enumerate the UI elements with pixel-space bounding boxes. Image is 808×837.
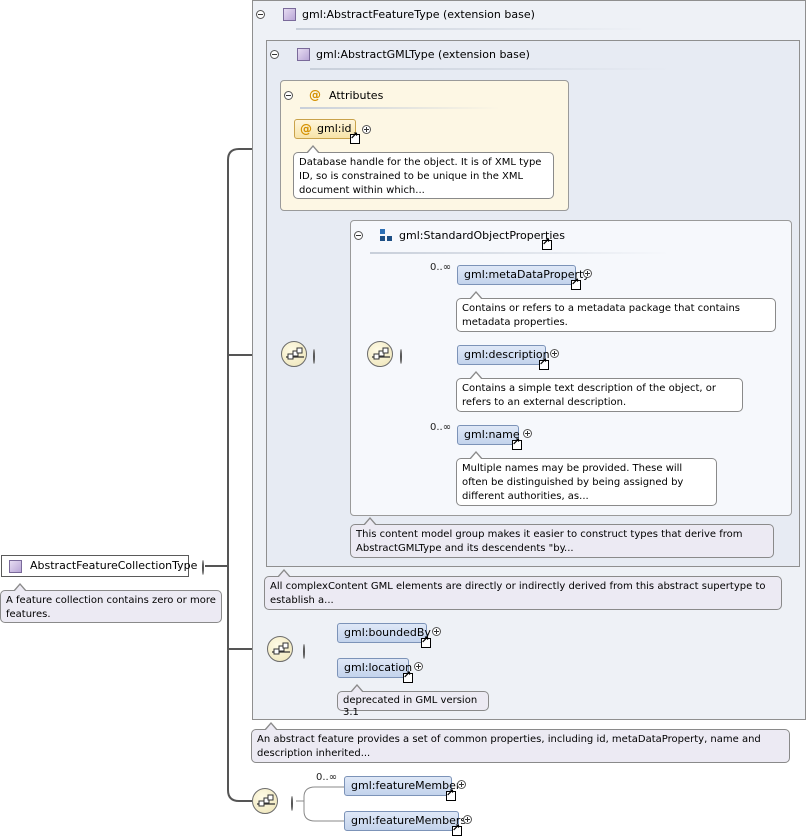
abstract-feature-collection-type-node[interactable]: AbstractFeatureCollectionType <box>1 555 197 577</box>
gml-featuremembers-element[interactable]: gml:featureMembers <box>344 811 466 831</box>
abstract-gml-type-header: gml:AbstractGMLType (extension base) <box>270 48 530 61</box>
standard-object-properties-documentation: This content model group makes it easier… <box>350 517 774 558</box>
collapse-icon[interactable] <box>256 10 265 19</box>
name-cardinality: 0..∞ <box>430 422 452 433</box>
reference-arrow-icon[interactable] <box>571 277 581 290</box>
collapse-icon[interactable] <box>313 349 315 364</box>
reference-arrow-icon[interactable] <box>446 788 456 801</box>
gml-boundedby-element[interactable]: gml:boundedBy <box>337 623 431 643</box>
abstract-gml-type-documentation: All complexContent GML elements are dire… <box>264 569 782 610</box>
gml-id-attribute[interactable]: @ gml:id <box>294 119 356 139</box>
sequence-compositor-icon[interactable] <box>267 636 293 662</box>
expand-icon[interactable] <box>523 429 532 438</box>
gml-description-element[interactable]: gml:description <box>457 345 550 365</box>
abstract-feature-type-header: gml:AbstractFeatureType (extension base) <box>256 8 535 21</box>
gml-id-label: gml:id <box>317 122 352 135</box>
reference-arrow-icon[interactable] <box>542 237 552 250</box>
group-icon <box>380 229 392 241</box>
collapse-icon[interactable] <box>202 560 204 575</box>
attributes-header: @ Attributes <box>284 88 383 102</box>
header-divider <box>370 252 670 254</box>
abstract-gml-type-label: gml:AbstractGMLType (extension base) <box>316 48 530 61</box>
abstract-feature-type-label: gml:AbstractFeatureType (extension base) <box>302 8 535 21</box>
collapse-icon[interactable] <box>284 90 293 100</box>
metadata-documentation: Contains or refers to a metadata package… <box>456 291 776 332</box>
header-divider <box>310 68 670 70</box>
name-documentation: Multiple names may be provided. These wi… <box>456 451 717 506</box>
complex-type-icon <box>9 559 22 573</box>
expand-icon[interactable] <box>583 269 592 278</box>
gml-featuremember-element[interactable]: gml:featureMember <box>344 776 460 796</box>
gml-name-element[interactable]: gml:name <box>457 425 520 445</box>
collapse-icon[interactable] <box>400 349 402 364</box>
collapse-icon[interactable] <box>354 230 363 240</box>
feature-member-cardinality: 0..∞ <box>316 772 338 783</box>
gml-metadataproperty-element[interactable]: gml:metaDataProperty <box>457 265 590 285</box>
reference-arrow-icon[interactable] <box>403 670 413 683</box>
expand-icon[interactable] <box>432 627 441 636</box>
reference-arrow-icon[interactable] <box>421 635 431 648</box>
reference-arrow-icon[interactable] <box>539 357 549 370</box>
collapse-icon[interactable] <box>303 644 305 659</box>
collapse-icon[interactable] <box>270 50 279 59</box>
expand-icon[interactable] <box>457 780 466 789</box>
description-documentation: Contains a simple text description of th… <box>456 371 743 412</box>
expand-icon[interactable] <box>550 349 559 358</box>
header-divider <box>300 107 500 109</box>
expand-icon[interactable] <box>463 815 472 824</box>
gml-id-documentation: Database handle for the object. It is of… <box>293 145 554 199</box>
complex-type-icon <box>283 8 296 21</box>
location-documentation: deprecated in GML version 3.1 <box>337 684 489 718</box>
abstract-feature-type-documentation: An abstract feature provides a set of co… <box>251 722 790 763</box>
reference-arrow-icon[interactable] <box>512 437 522 450</box>
sequence-compositor-icon[interactable] <box>252 788 278 814</box>
standard-object-properties-label: gml:StandardObjectProperties <box>399 228 565 242</box>
expand-icon[interactable] <box>362 125 371 134</box>
header-divider <box>296 28 646 30</box>
expand-icon[interactable] <box>414 662 423 671</box>
root-type-label: AbstractFeatureCollectionType <box>30 559 198 572</box>
gml-location-element[interactable]: gml:location <box>337 658 412 678</box>
metadata-cardinality: 0..∞ <box>430 262 452 273</box>
complex-type-icon <box>297 48 310 61</box>
collapse-icon[interactable] <box>291 796 293 811</box>
root-documentation: A feature collection contains zero or mo… <box>0 583 222 623</box>
standard-object-properties-header: gml:StandardObjectProperties <box>354 228 565 242</box>
reference-arrow-icon[interactable] <box>452 823 462 836</box>
sequence-compositor-icon[interactable] <box>281 341 307 367</box>
attributes-label: Attributes <box>329 88 384 102</box>
attribute-icon: @ <box>309 88 321 102</box>
sequence-compositor-icon[interactable] <box>367 341 393 367</box>
reference-arrow-icon[interactable] <box>350 131 360 144</box>
attribute-icon: @ <box>300 122 312 136</box>
